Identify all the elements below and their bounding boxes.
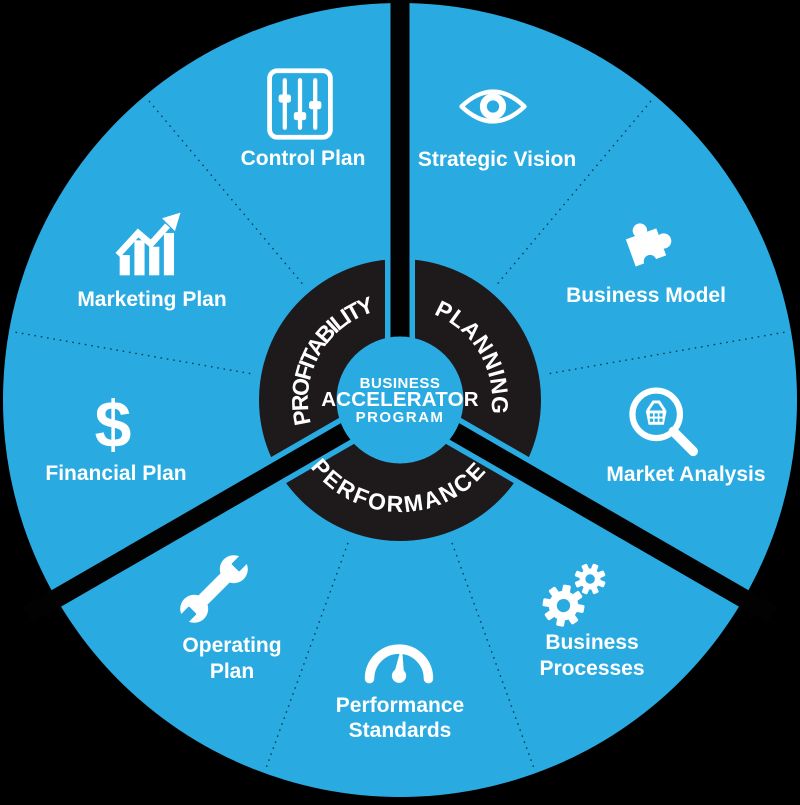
band-left	[22, 420, 355, 624]
segment-label: Market Analysis	[606, 463, 765, 486]
puzzle-icon	[625, 223, 672, 267]
center-line2: ACCELERATOR	[321, 388, 478, 411]
center-line1: BUSINESS	[360, 375, 441, 392]
dollar-icon: $	[95, 387, 132, 461]
magnifier-basket-icon	[629, 387, 698, 457]
segment-financial-plan: $ Financial Plan	[45, 387, 186, 485]
segment-label-line1: Business	[545, 631, 638, 654]
segment-marketing-plan: Marketing Plan	[77, 212, 227, 311]
segment-label-line1: Performance	[336, 694, 464, 717]
segment-label: Financial Plan	[45, 462, 186, 485]
sliders-icon	[267, 68, 333, 140]
segment-label: Strategic Vision	[418, 148, 576, 171]
segment-control-plan: Control Plan	[241, 68, 366, 170]
section-bands	[22, 0, 778, 624]
segment-performance-standards: Performance Standards	[336, 644, 464, 742]
segment-label-line1: Operating	[182, 634, 281, 657]
center-line3: PROGRAM	[356, 409, 445, 426]
wrench-icon	[177, 552, 251, 626]
gears-icon	[542, 563, 606, 627]
segment-label-line2: Standards	[349, 719, 452, 742]
segment-label-line2: Processes	[539, 657, 644, 680]
segment-label: Business Model	[566, 284, 726, 307]
band-right	[445, 420, 778, 624]
segment-business-processes: Business Processes	[539, 563, 645, 680]
segment-market-analysis: Market Analysis	[606, 387, 766, 486]
gauge-icon	[364, 644, 434, 684]
segment-strategic-vision: Strategic Vision	[418, 89, 576, 171]
eye-icon	[459, 89, 527, 124]
segment-label: Control Plan	[241, 147, 366, 170]
segment-operating-plan: Operating Plan	[177, 552, 282, 683]
segment-label: Marketing Plan	[77, 288, 226, 311]
center-hub	[336, 336, 464, 464]
segment-business-model: Business Model	[566, 223, 726, 307]
chart-icon	[115, 212, 181, 276]
segment-label-line2: Plan	[210, 660, 254, 683]
